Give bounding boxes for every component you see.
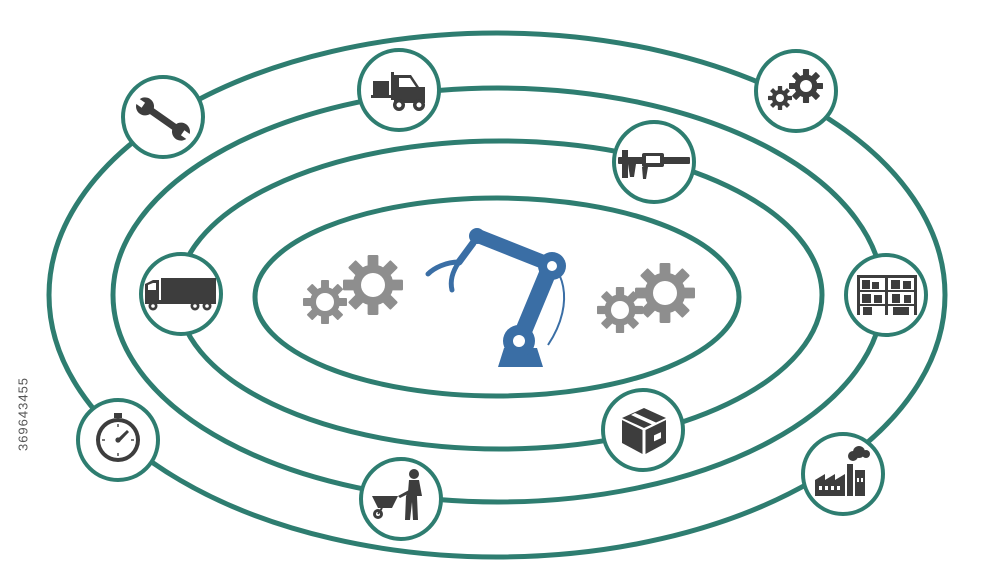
orbit-ring-outer <box>46 30 948 560</box>
wrench-icon <box>134 97 192 141</box>
factory-icon <box>815 446 870 496</box>
stopwatch-icon <box>96 413 140 462</box>
node-circle-box <box>601 388 685 472</box>
caliper-icon <box>618 150 690 179</box>
orbit-ring-second <box>175 138 825 452</box>
gears-icon <box>597 263 695 333</box>
gears-icon <box>303 255 403 324</box>
warehouse-shelf-icon <box>857 275 917 315</box>
node-circle-factory <box>801 432 885 516</box>
orbit-ring-third <box>110 85 886 505</box>
orbit-rings <box>46 30 948 560</box>
box-icon <box>622 408 666 454</box>
truck-icon <box>145 278 216 311</box>
orbit-ring-inner <box>252 195 742 399</box>
stock-id-watermark: 369643455 <box>8 344 38 484</box>
node-circle-worker <box>359 457 443 541</box>
worker-wheelbarrow-icon <box>372 469 422 520</box>
robotic-arm-icon <box>425 228 566 367</box>
gears-icon <box>768 69 823 110</box>
stock-id-text: 369643455 <box>15 376 31 452</box>
forklift-icon <box>371 72 425 111</box>
